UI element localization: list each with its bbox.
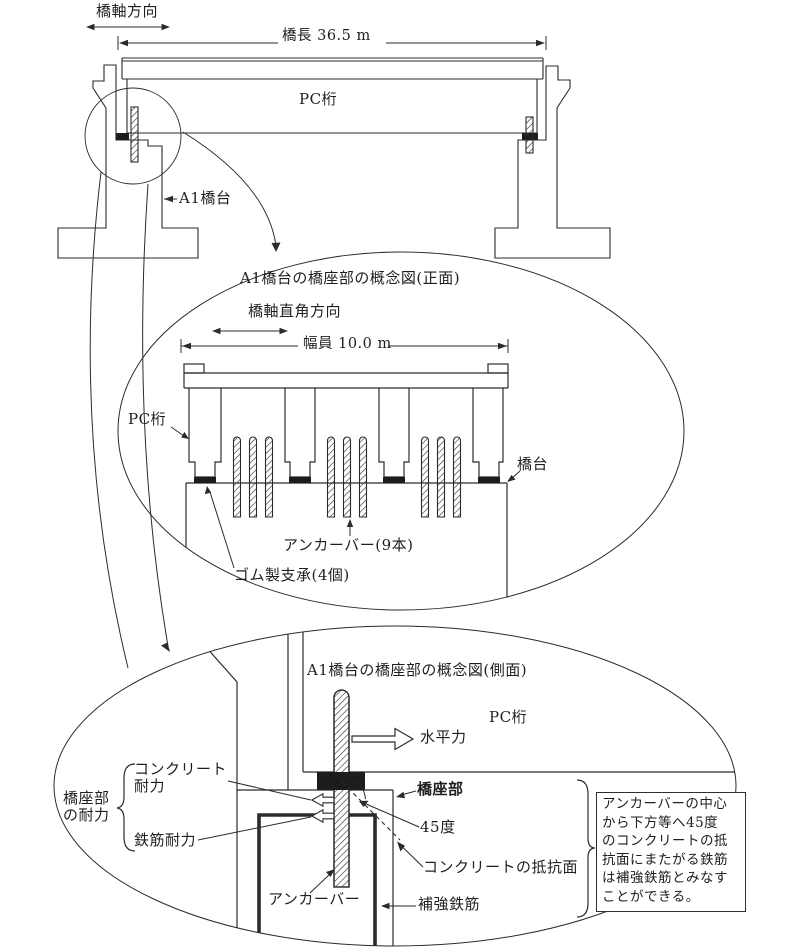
front-view-leaders bbox=[170, 426, 521, 569]
reinforcing-bar-shape bbox=[257, 813, 377, 946]
front-bearings-label: ゴム製支承(4個) bbox=[234, 566, 350, 584]
horizontal-force-arrow bbox=[351, 727, 415, 751]
side-angle-label: 45度 bbox=[420, 818, 456, 836]
front-width-label: 幅員 10.0 m bbox=[303, 336, 392, 352]
side-concrete-capacity-label: コンクリート 耐力 bbox=[134, 760, 228, 795]
side-view-ellipse bbox=[53, 625, 737, 947]
capacity-arrows bbox=[310, 792, 335, 824]
abutment-leader-arrow bbox=[164, 195, 177, 203]
side-seat-label: 橋座部 bbox=[417, 780, 464, 798]
bearing-pad bbox=[116, 133, 129, 140]
bridge-length-dimension bbox=[117, 36, 547, 50]
detail-arrow-to-front-view bbox=[182, 131, 281, 252]
side-resistance-label: コンクリートの抵抗面 bbox=[423, 858, 579, 876]
anchor-bar bbox=[525, 116, 534, 154]
elevation-length-label: 橋長 36.5 m bbox=[282, 28, 371, 44]
detail-circle bbox=[84, 87, 182, 185]
note-brace bbox=[576, 779, 596, 918]
side-force-label: 水平力 bbox=[420, 728, 467, 746]
elevation-bridge bbox=[57, 57, 611, 259]
side-girder-label: PC桁 bbox=[489, 708, 528, 726]
elevation-abutment-label: A1橋台 bbox=[179, 189, 232, 207]
front-view-ellipse bbox=[117, 251, 685, 611]
front-view-structure bbox=[183, 363, 509, 610]
front-axis-label: 橋軸直角方向 bbox=[248, 302, 342, 320]
front-girder-label: PC桁 bbox=[128, 410, 167, 428]
front-view-title: A1橋台の橋座部の概念図(正面) bbox=[240, 269, 461, 287]
side-seat-capacity-label: 橋座部 の耐力 bbox=[63, 789, 110, 824]
front-anchor-bars-label: アンカーバー(9本) bbox=[283, 536, 414, 554]
detail-lines-to-side-view bbox=[89, 171, 170, 669]
front-abutment-label: 橋台 bbox=[517, 455, 549, 473]
resistance-plane bbox=[341, 780, 401, 841]
side-rebar-capacity-label: 鉄筋耐力 bbox=[134, 831, 197, 849]
side-view-title: A1橋台の橋座部の概念図(側面) bbox=[307, 661, 528, 679]
bearing-pad-side bbox=[317, 772, 365, 790]
elevation-axis-label: 橋軸方向 bbox=[96, 2, 159, 20]
elevation-bearings bbox=[116, 106, 538, 163]
deck-width-dimension bbox=[180, 339, 509, 353]
anchor-bar bbox=[130, 106, 139, 163]
side-anchor-label: アンカーバー bbox=[268, 890, 361, 908]
anchor-bars-front bbox=[232, 436, 462, 518]
bearing-pads-front bbox=[194, 477, 500, 483]
axis-direction-arrow bbox=[86, 23, 170, 31]
elevation-girder-label: PC桁 bbox=[299, 90, 338, 108]
side-rebar-label: 補強鉄筋 bbox=[418, 895, 481, 913]
side-view-leaders bbox=[197, 780, 424, 910]
transverse-axis-arrow bbox=[212, 327, 288, 335]
note-box: アンカーバーの中心 から下方等へ45度 のコンクリートの抵 抗面にまたがる鉄筋 … bbox=[596, 792, 746, 912]
capacity-brace bbox=[116, 763, 136, 852]
